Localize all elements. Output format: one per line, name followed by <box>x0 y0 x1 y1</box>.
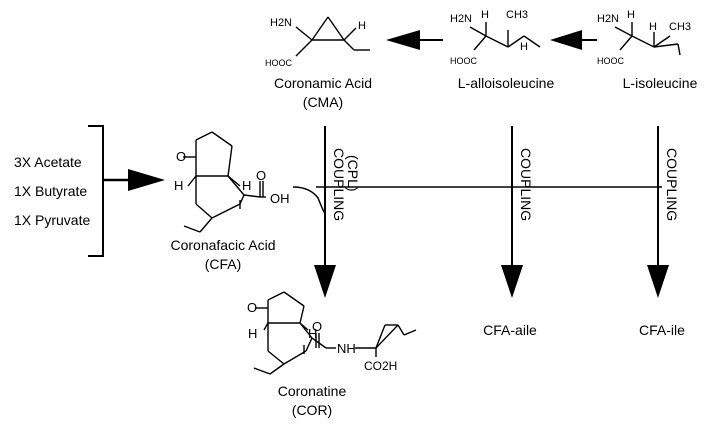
coupling-label-main: COUPLING <box>331 148 347 222</box>
alloisoleucine-structure <box>469 22 541 51</box>
coupling-label-aile: COUPLING <box>518 148 534 222</box>
coupling-label-cpl: (CPL) <box>345 155 361 192</box>
product-cfa-ile: CFA-ile <box>639 322 685 338</box>
alloisoleucine-h2: H <box>520 41 528 53</box>
cor-co2h: CO2H <box>364 359 397 373</box>
arrow-substrates-to-cfa <box>103 169 165 191</box>
cma-h: H <box>358 20 366 32</box>
cfa-h-right: H <box>242 178 251 193</box>
cfa-name: Coronafacic Acid <box>170 237 276 253</box>
cor-nh: NH <box>337 341 356 356</box>
cfa-carbonyl-o: O <box>256 168 266 183</box>
isoleucine-name: L-isoleucine <box>622 75 698 91</box>
cor-h-left: H <box>248 326 257 341</box>
substrate-acetate: 3X Acetate <box>14 154 82 170</box>
cfa-h-left: H <box>174 178 183 193</box>
cor-o: O <box>247 300 257 315</box>
coupling-label-ile: COUPLING <box>664 148 680 222</box>
coronatine-structure <box>253 291 417 375</box>
arrow-coupling-to-coronatine <box>314 126 336 298</box>
arrow-coupling-to-cfa-ile <box>647 126 669 298</box>
alloisoleucine-h: H <box>481 9 489 21</box>
coronamic-acid-structure <box>295 16 370 57</box>
alloisoleucine-h2n: H2N <box>450 13 472 25</box>
coronatine-name: Coronatine <box>277 383 347 399</box>
arrow-alloisoleucine-to-cma <box>386 30 443 50</box>
alloisoleucine-hooc: HOOC <box>450 56 478 66</box>
coronatine-abbr: (COR) <box>291 402 333 418</box>
cor-h-right: H <box>308 326 317 341</box>
coupling-line <box>292 186 662 215</box>
isoleucine-h: H <box>627 9 635 21</box>
cfa-structure <box>183 131 266 233</box>
isoleucine-h2n: H2N <box>597 13 619 25</box>
cma-name: Coronamic Acid <box>273 75 373 91</box>
isoleucine-h2: H <box>649 21 657 33</box>
cfa-o: O <box>176 149 186 164</box>
cma-hooc: HOOC <box>265 58 293 68</box>
substrate-pyruvate: 1X Pyruvate <box>14 212 91 228</box>
cfa-oh: OH <box>270 191 290 206</box>
substrate-butyrate: 1X Butyrate <box>14 183 88 199</box>
alloisoleucine-name: L-alloisoleucine <box>457 75 555 91</box>
arrow-isoleucine-to-alloisoleucine <box>550 30 597 50</box>
isoleucine-hooc: HOOC <box>597 56 625 66</box>
cor-carbonyl-o: O <box>312 319 322 334</box>
arrow-coupling-to-cfa-aile <box>501 126 523 298</box>
isoleucine-structure <box>614 22 681 56</box>
cma-h2n: H2N <box>270 17 292 29</box>
isoleucine-ch3: CH3 <box>669 21 691 33</box>
product-cfa-aile: CFA-aile <box>483 322 537 338</box>
cfa-abbr: (CFA) <box>204 256 242 272</box>
cma-abbr: (CMA) <box>302 94 344 110</box>
substrate-bracket <box>88 125 104 257</box>
alloisoleucine-ch3: CH3 <box>506 9 528 21</box>
